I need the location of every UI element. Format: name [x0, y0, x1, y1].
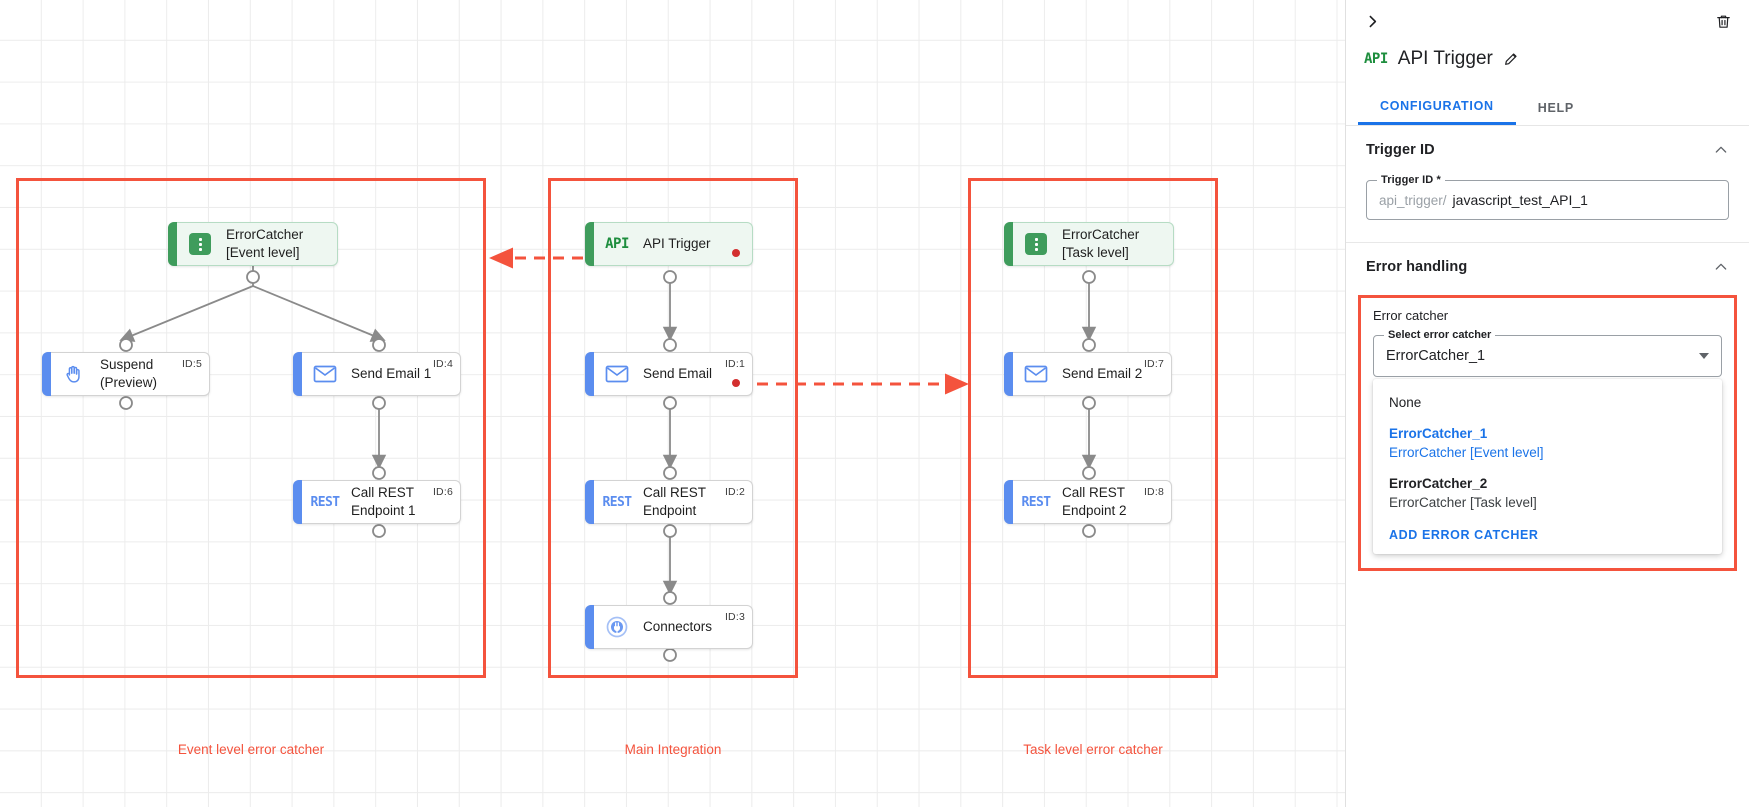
group-label-task-level: Task level error catcher: [1023, 742, 1163, 757]
page-title: API Trigger: [1397, 48, 1493, 69]
node-label: Connectors: [643, 619, 713, 634]
chevron-up-icon[interactable]: [1713, 142, 1729, 158]
node-send-email-2[interactable]: Send Email 2 ID:7: [1004, 352, 1172, 396]
add-error-catcher-button[interactable]: ADD ERROR CATCHER: [1389, 528, 1539, 542]
node-call-rest-endpoint-1[interactable]: REST Call REST Endpoint 1 ID:6: [293, 480, 461, 524]
option-secondary: ErrorCatcher [Task level]: [1389, 495, 1537, 510]
node-accent-bar: [1004, 480, 1013, 524]
option-primary: None: [1389, 395, 1422, 410]
error-catcher-icon: [1014, 233, 1058, 255]
node-label: Call REST Endpoint 2: [1062, 485, 1127, 518]
node-id-tag: ID:1: [724, 358, 745, 370]
hand-icon: [52, 363, 96, 385]
panel-tabs: CONFIGURATION HELP: [1346, 90, 1749, 126]
error-catcher-label: Error catcher: [1373, 308, 1449, 323]
node-id-tag: ID:4: [432, 358, 453, 370]
panel-header: API API Trigger: [1346, 42, 1749, 76]
trigger-id-field[interactable]: Trigger ID * api_trigger/ javascript_tes…: [1366, 174, 1729, 220]
dropdown-option-none[interactable]: None: [1373, 387, 1722, 418]
node-label: Suspend (Preview): [100, 357, 158, 390]
group-label-main-integration: Main Integration: [624, 742, 722, 757]
connectors-icon: [595, 615, 639, 639]
envelope-icon: [595, 364, 639, 384]
chevron-down-icon[interactable]: [1699, 353, 1709, 359]
node-label: Send Email 1: [351, 366, 432, 381]
group-label-event-level: Event level error catcher: [177, 742, 325, 757]
node-label: ErrorCatcher [Task level]: [1062, 227, 1140, 260]
envelope-icon: [303, 364, 347, 384]
dropdown-option-errorcatcher-2[interactable]: ErrorCatcher_2 ErrorCatcher [Task level]: [1373, 468, 1722, 518]
dropdown-option-errorcatcher-1[interactable]: ErrorCatcher_1 ErrorCatcher [Event level…: [1373, 418, 1722, 468]
node-accent-bar: [1004, 352, 1013, 396]
node-call-rest-endpoint-2[interactable]: REST Call REST Endpoint 2 ID:8: [1004, 480, 1172, 524]
node-label: Call REST Endpoint: [643, 485, 707, 518]
trash-icon[interactable]: [1709, 7, 1737, 35]
section-error-handling-header[interactable]: Error handling: [1346, 243, 1749, 285]
group-frame-event-level: [16, 178, 486, 678]
node-send-email-1[interactable]: Send Email 1 ID:4: [293, 352, 461, 396]
trigger-id-legend: Trigger ID *: [1377, 174, 1445, 186]
error-catcher-dropdown[interactable]: None ErrorCatcher_1 ErrorCatcher [Event …: [1373, 379, 1722, 554]
node-accent-bar: [293, 480, 302, 524]
panel-toolbar: [1346, 0, 1749, 42]
node-label: Call REST Endpoint 1: [351, 485, 416, 518]
node-label: Send Email: [643, 366, 713, 381]
node-api-trigger[interactable]: API API Trigger: [585, 222, 753, 266]
group-frame-main-integration: [548, 178, 798, 678]
select-error-catcher[interactable]: Select error catcher ErrorCatcher_1: [1373, 329, 1722, 377]
rest-icon: REST: [602, 494, 633, 510]
trigger-id-prefix: api_trigger/: [1379, 192, 1447, 208]
section-divider: [1346, 242, 1749, 243]
node-connectors[interactable]: Connectors ID:3: [585, 605, 753, 649]
pencil-icon[interactable]: [1503, 51, 1519, 67]
node-label: API Trigger: [643, 236, 711, 251]
tab-configuration[interactable]: CONFIGURATION: [1358, 90, 1516, 125]
select-error-catcher-value: ErrorCatcher_1: [1386, 348, 1486, 364]
node-call-rest-endpoint[interactable]: REST Call REST Endpoint ID:2: [585, 480, 753, 524]
node-error-indicator: [732, 379, 740, 387]
api-icon: API: [605, 236, 629, 252]
node-id-tag: ID:2: [724, 486, 745, 498]
node-accent-bar: [585, 605, 594, 649]
chevron-up-icon[interactable]: [1713, 259, 1729, 275]
node-id-tag: ID:8: [1143, 486, 1164, 498]
trigger-id-value[interactable]: javascript_test_API_1: [1452, 192, 1588, 208]
option-secondary: ErrorCatcher [Event level]: [1389, 445, 1544, 460]
option-primary: ErrorCatcher_2: [1389, 476, 1488, 491]
node-suspend-preview[interactable]: Suspend (Preview) ID:5: [42, 352, 210, 396]
rest-icon: REST: [1021, 494, 1052, 510]
tab-help[interactable]: HELP: [1537, 100, 1574, 115]
envelope-icon: [1014, 364, 1058, 384]
node-id-tag: ID:3: [724, 611, 745, 623]
node-id-tag: ID:7: [1143, 358, 1164, 370]
chevron-right-icon[interactable]: [1358, 7, 1386, 35]
section-title: Error handling: [1366, 259, 1468, 275]
node-accent-bar: [168, 222, 177, 266]
section-trigger-id-header[interactable]: Trigger ID: [1346, 126, 1749, 168]
error-catcher-icon: [178, 233, 222, 255]
node-errorcatcher-task-level[interactable]: ErrorCatcher [Task level]: [1004, 222, 1174, 266]
node-accent-bar: [42, 352, 51, 396]
api-icon: API: [1364, 51, 1388, 67]
option-primary: ErrorCatcher_1: [1389, 426, 1488, 441]
error-catcher-highlight-box: Error catcher Select error catcher Error…: [1358, 295, 1737, 571]
section-title: Trigger ID: [1366, 142, 1435, 158]
node-accent-bar: [293, 352, 302, 396]
node-send-email[interactable]: Send Email ID:1: [585, 352, 753, 396]
group-frame-task-level: [968, 178, 1218, 678]
details-panel: API API Trigger CONFIGURATION HELP Trigg…: [1345, 0, 1749, 807]
node-errorcatcher-event-level[interactable]: ErrorCatcher [Event level]: [168, 222, 338, 266]
node-error-indicator: [732, 249, 740, 257]
node-accent-bar: [585, 352, 594, 396]
flow-canvas[interactable]: Event level error catcher Main Integrati…: [0, 0, 1345, 807]
node-accent-bar: [585, 480, 594, 524]
node-id-tag: ID:5: [181, 358, 202, 370]
node-accent-bar: [1004, 222, 1013, 266]
rest-icon: REST: [310, 494, 341, 510]
select-error-catcher-legend: Select error catcher: [1384, 329, 1496, 341]
node-id-tag: ID:6: [432, 486, 453, 498]
node-label: ErrorCatcher [Event level]: [226, 227, 304, 260]
node-accent-bar: [585, 222, 594, 266]
node-label: Send Email 2: [1062, 366, 1143, 381]
